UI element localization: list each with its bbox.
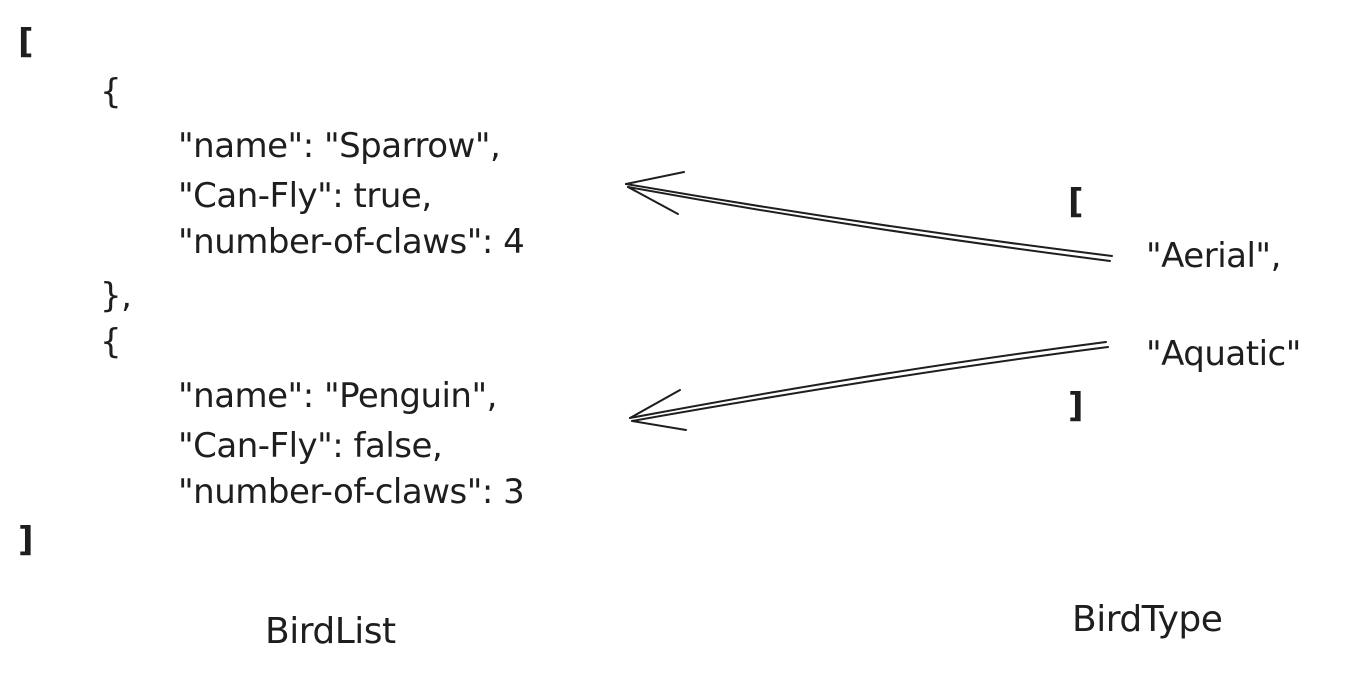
arrow-left-icon (629, 341, 1109, 431)
penguin-open-brace: { (100, 322, 122, 362)
arrow-left-icon (625, 171, 1113, 262)
birdtype-caption: BirdType (1072, 599, 1223, 640)
sparrow-open-brace: { (100, 72, 122, 112)
penguin-can-fly-line: "Can-Fly": false, (178, 426, 443, 466)
sparrow-name-line: "name": "Sparrow", (178, 126, 501, 166)
birdtype-open-bracket: [ (1068, 182, 1084, 222)
penguin-claws-line: "number-of-claws": 3 (178, 472, 525, 512)
birdtype-close-bracket: ] (1068, 386, 1084, 426)
birdlist-caption: BirdList (265, 611, 396, 652)
birdlist-open-bracket: [ (18, 22, 34, 62)
birdtype-value-aquatic: "Aquatic" (1146, 334, 1301, 374)
birdtype-value-aerial: "Aerial", (1146, 236, 1281, 276)
sparrow-close-brace: }, (100, 276, 132, 316)
birdlist-close-bracket: ] (18, 520, 34, 560)
sparrow-can-fly-line: "Can-Fly": true, (178, 176, 432, 216)
sparrow-claws-line: "number-of-claws": 4 (178, 222, 525, 262)
penguin-name-line: "name": "Penguin", (178, 376, 497, 416)
